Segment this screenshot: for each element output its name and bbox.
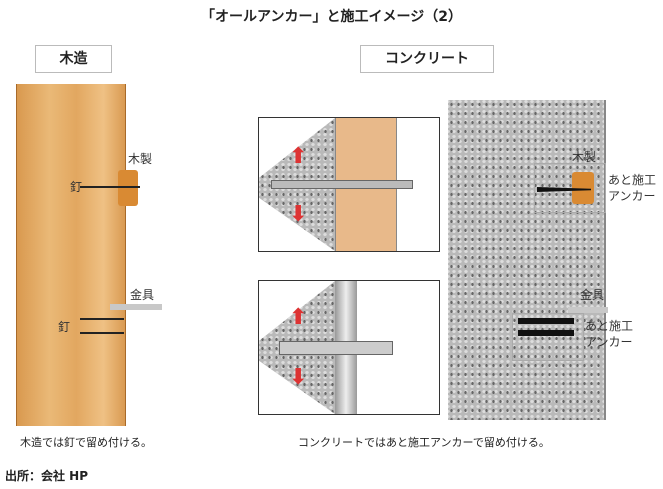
arrow-up-icon: ⬆ — [289, 144, 308, 169]
arrow-up-icon: ⬆ — [289, 305, 308, 330]
caption-concrete: コンクリートではあと施工アンカーで留め付ける。 — [298, 436, 550, 449]
nail-bottom-2 — [80, 332, 124, 334]
callout-box-bottom — [512, 313, 584, 361]
label-anchor-bottom: あと施工 アンカー — [585, 319, 634, 349]
wood-block — [118, 170, 138, 206]
metal-fitting-concrete — [568, 307, 608, 313]
label-nail-top: 釘 — [70, 180, 83, 194]
label-concrete-metal-fitting: 金具 — [580, 288, 605, 302]
label-wood-block: 木製 — [128, 152, 153, 166]
metal-fitting — [110, 304, 162, 310]
label-nail-bottom: 釘 — [58, 320, 71, 334]
label-concrete-wood-block: 木製 — [572, 150, 597, 164]
wood-block-concrete — [572, 172, 594, 204]
nail-bottom-1 — [80, 318, 124, 320]
section-label-wood: 木造 — [35, 45, 112, 73]
detail-metal-anchor: ⬆ ⬇ — [258, 280, 440, 415]
caption-wood: 木造では釘で留め付ける。 — [20, 436, 152, 449]
wood-post — [16, 84, 126, 426]
section-label-concrete: コンクリート — [360, 45, 494, 73]
page-title: 「オールアンカー」と施工イメージ（2） — [201, 9, 462, 25]
arrow-down-icon: ⬇ — [289, 202, 308, 227]
source-note: 出所：会社 HP — [5, 469, 89, 483]
anchor-top — [537, 187, 591, 192]
label-anchor-top: あと施工 アンカー — [608, 173, 657, 203]
detail-wood-anchor: ⬆ ⬇ — [258, 117, 440, 252]
arrow-down-icon: ⬇ — [289, 365, 308, 390]
callout-box-top — [534, 163, 606, 213]
concrete-wall — [448, 100, 606, 420]
label-metal-fitting: 金具 — [130, 288, 155, 302]
anchor-bottom-1 — [518, 318, 574, 324]
anchor-bottom-2 — [518, 330, 574, 336]
nail-top — [80, 186, 140, 188]
